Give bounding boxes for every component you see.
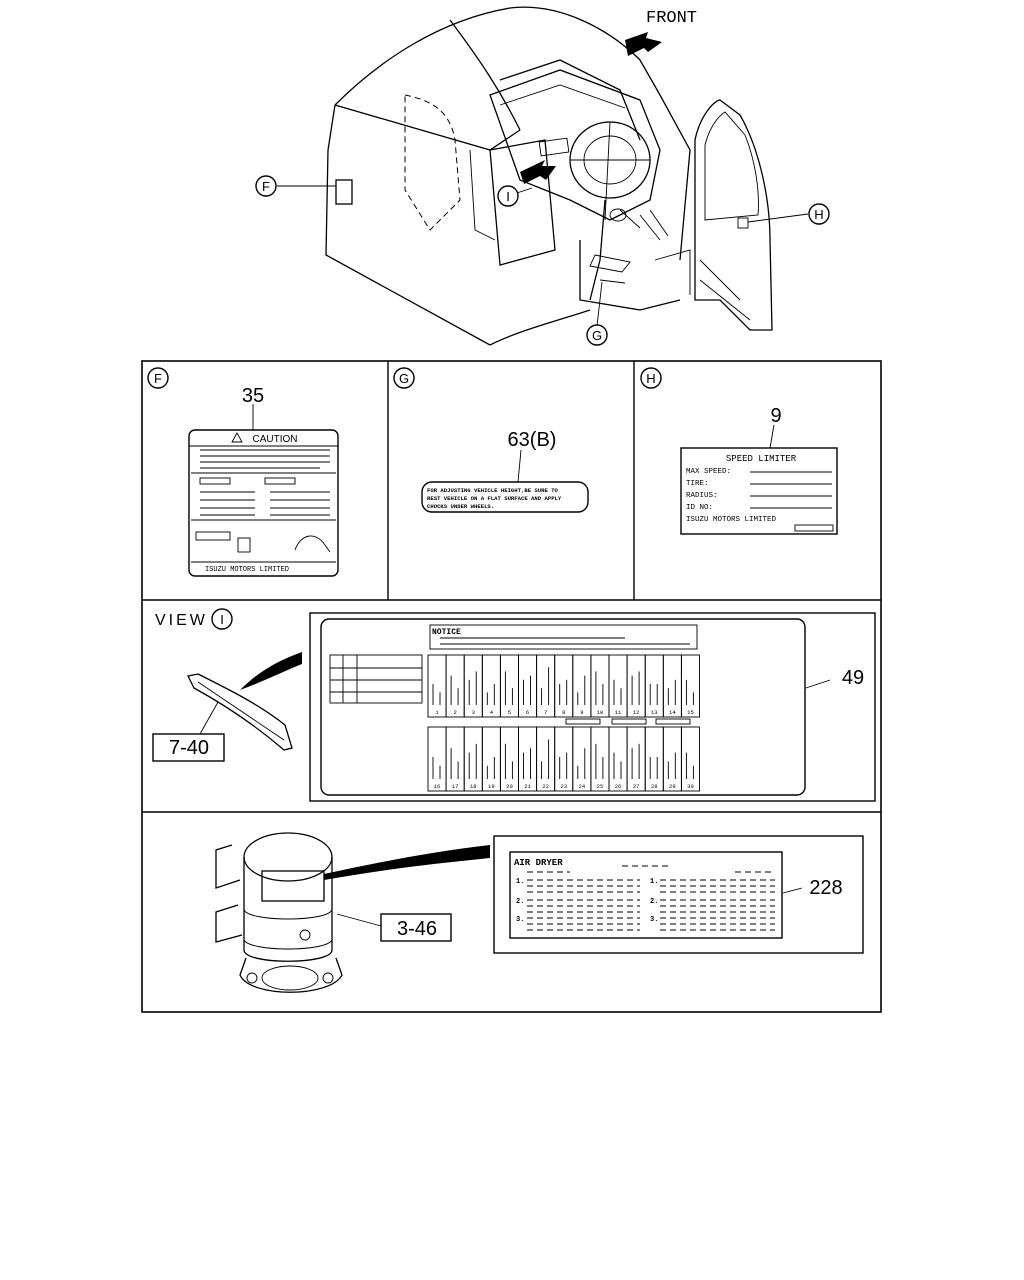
- part-number-49: 49: [842, 667, 864, 689]
- label-column-number: 18: [470, 783, 477, 790]
- label-column-bottom-30: [680, 726, 700, 792]
- view-arrow-icon: [520, 160, 556, 184]
- label-column-number: 8: [562, 709, 565, 716]
- dryer-item-right-2: 2.: [650, 898, 658, 906]
- field-max-speed: MAX SPEED:: [686, 468, 731, 476]
- panel-h-letter: H: [646, 371, 655, 386]
- part-number-9: 9: [770, 405, 781, 427]
- field-tire: TIRE:: [686, 480, 709, 488]
- label-column-number: 29: [669, 783, 676, 790]
- label-column-number: 7: [544, 709, 547, 716]
- label-column-top-15: [680, 654, 700, 718]
- label-column-number: 27: [633, 783, 640, 790]
- part-number-63b: 63(B): [508, 429, 557, 451]
- label-column-number: 25: [597, 783, 604, 790]
- air-dryer-title: AIR DRYER: [514, 858, 563, 868]
- label-column-number: 3: [472, 709, 475, 716]
- notice-title: NOTICE: [432, 628, 461, 637]
- label-column-number: 1: [435, 709, 439, 716]
- caution-title: CAUTION: [253, 434, 298, 445]
- view-prefix: VIEW: [155, 612, 208, 629]
- front-arrow-icon: [625, 32, 662, 56]
- panel-f-letter: F: [154, 371, 162, 386]
- dryer-item-right-1: 1.: [650, 878, 658, 886]
- label-column-number: 24: [579, 783, 586, 790]
- label-column-number: 19: [488, 783, 495, 790]
- part-ref-3-46: 3-46: [397, 918, 437, 940]
- part-ref-7-40: 7-40: [169, 737, 209, 759]
- label-column-number: 10: [597, 709, 604, 716]
- dryer-item-right-3: 3.: [650, 916, 658, 924]
- label-column-number: 12: [633, 709, 640, 716]
- panel-air-dryer: [215, 832, 864, 993]
- label-column-number: 2: [453, 709, 456, 716]
- field-radius: RADIUS:: [686, 492, 718, 500]
- view-letter: I: [220, 612, 224, 627]
- label-separator-bar: [565, 718, 601, 725]
- detail-frame: [141, 360, 882, 1013]
- label-column-number: 15: [687, 709, 694, 716]
- panel-g: [393, 367, 589, 513]
- callout-h: H: [814, 207, 823, 222]
- speed-limiter-footer: ISUZU MOTORS LIMITED: [686, 516, 777, 524]
- front-label: FRONT: [646, 9, 697, 28]
- part-number-35: 35: [242, 385, 264, 407]
- label-column-number: 21: [524, 783, 531, 790]
- field-id-no: ID NO:: [686, 504, 713, 512]
- dryer-item-left-3: 3.: [516, 916, 524, 924]
- label-column-number: 9: [580, 709, 583, 716]
- cab-illustration: [255, 6, 830, 346]
- label-column-number: 28: [651, 783, 658, 790]
- g-label-line-2: REST VEHICLE ON A FLAT SURFACE AND APPLY: [427, 495, 562, 502]
- label-column-number: 26: [615, 783, 622, 790]
- label-column-number: 14: [669, 709, 676, 716]
- panel-f: [147, 367, 339, 577]
- label-column-number: 22: [542, 783, 549, 790]
- label-column-number: 30: [687, 783, 694, 790]
- g-label-line-1: FOR ADJUSTING VEHICLE HEIGHT,BE SURE TO: [427, 487, 559, 494]
- label-column-number: 16: [434, 783, 441, 790]
- label-column-number: 5: [508, 709, 511, 716]
- label-separator-bar: [611, 718, 647, 725]
- dryer-item-left-1: 1.: [516, 878, 524, 886]
- callout-i: I: [506, 189, 510, 204]
- label-column-number: 20: [506, 783, 513, 790]
- label-column-number: 17: [452, 783, 459, 790]
- speed-limiter-title: SPEED LIMITER: [726, 454, 797, 464]
- dryer-item-left-2: 2.: [516, 898, 524, 906]
- callout-f: F: [262, 179, 270, 194]
- label-column-number: 13: [651, 709, 658, 716]
- callout-g: G: [592, 328, 602, 343]
- g-label-line-3: CHOCKS UNDER WHEELS.: [427, 503, 494, 510]
- caution-footer: ISUZU MOTORS LIMITED: [205, 566, 289, 574]
- panel-g-letter: G: [399, 371, 409, 386]
- label-column-number: 4: [490, 709, 494, 716]
- label-column-number: 11: [615, 709, 622, 716]
- panel-h: [640, 367, 838, 535]
- part-number-228: 228: [809, 877, 842, 899]
- label-column-number: 23: [560, 783, 567, 790]
- label-separator-bar: [655, 718, 691, 725]
- label-column-number: 6: [526, 709, 529, 716]
